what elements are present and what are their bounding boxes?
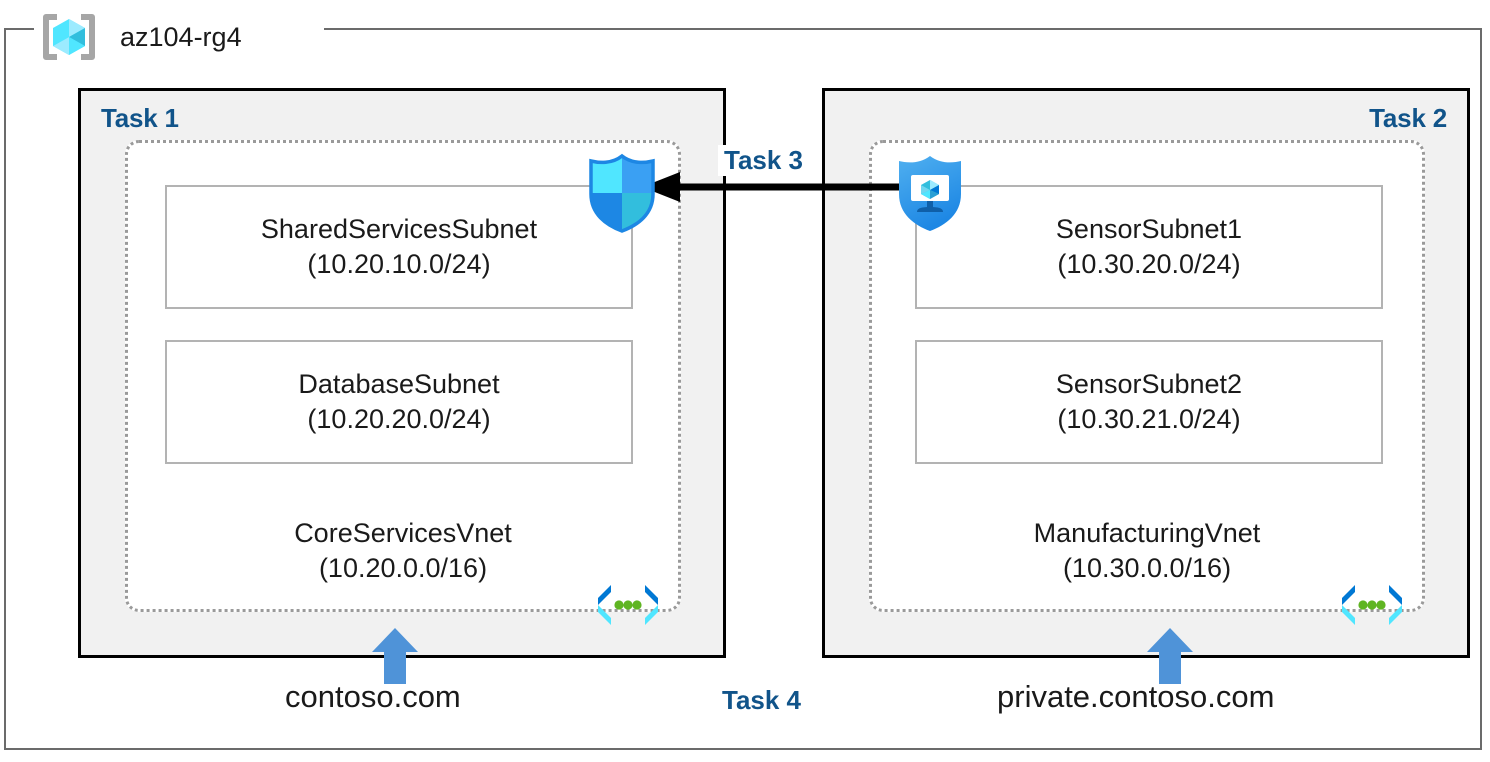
subnet-box-sharedservicessubnet: SharedServicesSubnet (10.20.10.0/24) [165,185,633,309]
dns-zone-label-private-contoso: private.contoso.com [997,679,1275,714]
vnet-cidr: (10.30.0.0/16) [1062,552,1232,583]
peering-arrow [638,170,904,204]
resource-group-title: az104-rg4 [40,8,250,66]
subnet-box-databasesubnet: DatabaseSubnet (10.20.20.0/24) [165,340,633,464]
resource-group-cube-icon [40,11,98,63]
dns-link-arrow-up [372,628,418,684]
subnet-name: SensorSubnet2 [1055,369,1243,400]
subnet-name: SharedServicesSubnet [260,214,538,245]
task-label-1: Task 1 [101,103,179,133]
task-label-2: Task 2 [1369,103,1447,133]
vm-shield-icon [893,152,967,234]
vnet-caption-coreservicesvnet: CoreServicesVnet (10.20.0.0/16) [125,516,681,585]
vnet-name: CoreServicesVnet [294,518,512,548]
task-label-3: Task 3 [718,145,810,176]
vnet-cidr: (10.20.0.0/16) [318,552,488,583]
resource-group-frame [4,28,1482,750]
subnet-cidr: (10.20.10.0/24) [307,249,491,279]
vnet-name: ManufacturingVnet [1033,518,1261,548]
virtual-network-icon [1339,583,1405,627]
dns-zone-label-contoso: contoso.com [285,679,461,714]
subnet-cidr: (10.30.21.0/24) [1057,404,1241,434]
subnet-cidr: (10.20.20.0/24) [307,404,491,434]
vnet-caption-manufacturingvnet: ManufacturingVnet (10.30.0.0/16) [869,516,1425,585]
subnet-box-sensorsubnet2: SensorSubnet2 (10.30.21.0/24) [915,340,1383,464]
task-label-4: Task 4 [722,685,802,715]
resource-group-name: az104-rg4 [112,23,250,51]
subnet-name: SensorSubnet1 [1055,214,1243,245]
network-security-shield-icon [585,152,659,234]
dns-link-arrow-up [1147,628,1193,684]
subnet-cidr: (10.30.20.0/24) [1057,249,1241,279]
virtual-network-icon [595,583,661,627]
subnet-box-sensorsubnet1: SensorSubnet1 (10.30.20.0/24) [915,185,1383,309]
subnet-name: DatabaseSubnet [298,369,500,400]
